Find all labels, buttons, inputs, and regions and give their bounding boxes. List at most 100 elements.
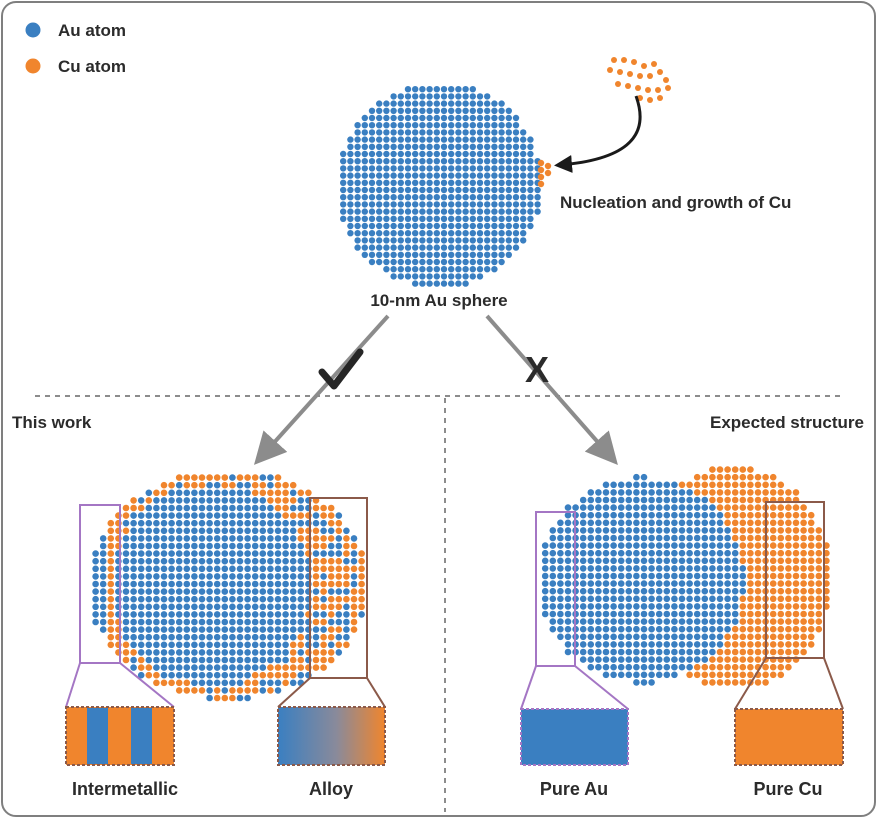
au-atom bbox=[640, 595, 648, 603]
au-atom bbox=[183, 535, 191, 542]
au-atom bbox=[448, 244, 455, 251]
au-atom bbox=[340, 150, 347, 158]
au-atom bbox=[625, 671, 633, 679]
cu-atom bbox=[289, 641, 297, 649]
cu-atom bbox=[724, 481, 731, 489]
au-atom bbox=[602, 625, 610, 633]
au-atom bbox=[160, 671, 168, 679]
au-atom bbox=[579, 527, 587, 534]
au-atom bbox=[368, 201, 376, 208]
au-atom bbox=[602, 572, 610, 580]
au-atom bbox=[412, 194, 419, 201]
au-atom bbox=[419, 201, 426, 208]
cu-atom bbox=[739, 557, 747, 565]
au-atom bbox=[206, 497, 213, 504]
au-atom bbox=[153, 557, 160, 565]
cu-atom bbox=[807, 618, 815, 625]
au-atom bbox=[462, 215, 469, 222]
au-atom bbox=[671, 580, 678, 587]
cu-atom bbox=[769, 648, 777, 656]
au-atom bbox=[448, 258, 455, 266]
au-atom bbox=[198, 641, 206, 649]
au-atom bbox=[655, 603, 663, 610]
au-atom bbox=[335, 542, 343, 550]
au-atom bbox=[244, 497, 251, 504]
au-atom bbox=[724, 527, 731, 534]
au-atom bbox=[709, 542, 716, 549]
au-atom bbox=[476, 237, 484, 244]
au-atom bbox=[655, 534, 663, 542]
au-atom bbox=[383, 172, 390, 179]
au-atom bbox=[455, 237, 462, 244]
au-atom bbox=[383, 122, 390, 129]
au-atom bbox=[701, 504, 709, 511]
au-atom bbox=[259, 580, 267, 588]
cu-atom bbox=[800, 595, 807, 603]
au-atom bbox=[183, 595, 191, 603]
au-atom bbox=[701, 595, 709, 603]
au-atom bbox=[122, 618, 130, 626]
cu-atom bbox=[137, 664, 145, 671]
au-atom bbox=[267, 656, 274, 664]
au-atom bbox=[678, 618, 686, 625]
cu-atom bbox=[731, 656, 739, 663]
au-atom bbox=[595, 595, 602, 603]
au-atom bbox=[701, 580, 709, 587]
au-atom bbox=[625, 603, 633, 610]
au-atom bbox=[587, 610, 595, 618]
au-atom bbox=[462, 172, 469, 179]
au-atom bbox=[206, 542, 213, 550]
au-atom bbox=[340, 186, 347, 194]
au-atom bbox=[640, 633, 648, 641]
au-atom bbox=[340, 179, 347, 186]
au-atom bbox=[198, 519, 206, 527]
au-atom bbox=[168, 664, 175, 671]
au-atom bbox=[610, 519, 617, 527]
cu-atom bbox=[274, 504, 282, 512]
au-atom bbox=[130, 580, 137, 588]
cu-atom bbox=[297, 633, 305, 641]
au-atom bbox=[448, 237, 455, 244]
au-atom bbox=[527, 172, 534, 179]
au-atom bbox=[678, 542, 686, 549]
au-atom bbox=[633, 610, 640, 618]
au-atom bbox=[412, 100, 419, 107]
cu-atom bbox=[807, 587, 815, 595]
au-atom bbox=[640, 473, 648, 481]
cu-atom bbox=[724, 519, 731, 527]
au-atom bbox=[419, 114, 426, 122]
au-atom bbox=[617, 625, 625, 633]
au-atom bbox=[236, 664, 244, 671]
cu-atom bbox=[137, 656, 145, 664]
au-atom bbox=[347, 136, 354, 143]
cu-atom bbox=[289, 671, 297, 679]
au-atom bbox=[564, 595, 572, 603]
au-atom bbox=[701, 527, 709, 534]
au-atom bbox=[455, 122, 462, 129]
au-atom bbox=[160, 595, 168, 603]
au-atom bbox=[282, 626, 289, 633]
au-atom bbox=[686, 565, 693, 572]
au-atom bbox=[130, 641, 137, 649]
cu-atom bbox=[221, 694, 229, 702]
cu-atom bbox=[792, 618, 800, 625]
au-atom bbox=[221, 489, 229, 497]
au-atom bbox=[99, 595, 107, 603]
au-atom bbox=[602, 549, 610, 557]
au-atom bbox=[595, 527, 602, 534]
au-atom bbox=[655, 549, 663, 557]
au-atom bbox=[557, 557, 564, 565]
cu-atom bbox=[731, 511, 739, 519]
au-atom bbox=[512, 186, 520, 194]
au-atom bbox=[678, 663, 686, 671]
cu-atom bbox=[709, 671, 716, 679]
au-atom bbox=[709, 511, 716, 519]
au-atom bbox=[376, 165, 383, 172]
au-atom bbox=[455, 179, 462, 186]
cu-atom bbox=[724, 633, 731, 641]
cu-atom bbox=[800, 534, 807, 542]
au-atom bbox=[655, 496, 663, 504]
au-atom bbox=[663, 671, 671, 679]
au-atom bbox=[160, 519, 168, 527]
au-atom bbox=[491, 251, 498, 258]
